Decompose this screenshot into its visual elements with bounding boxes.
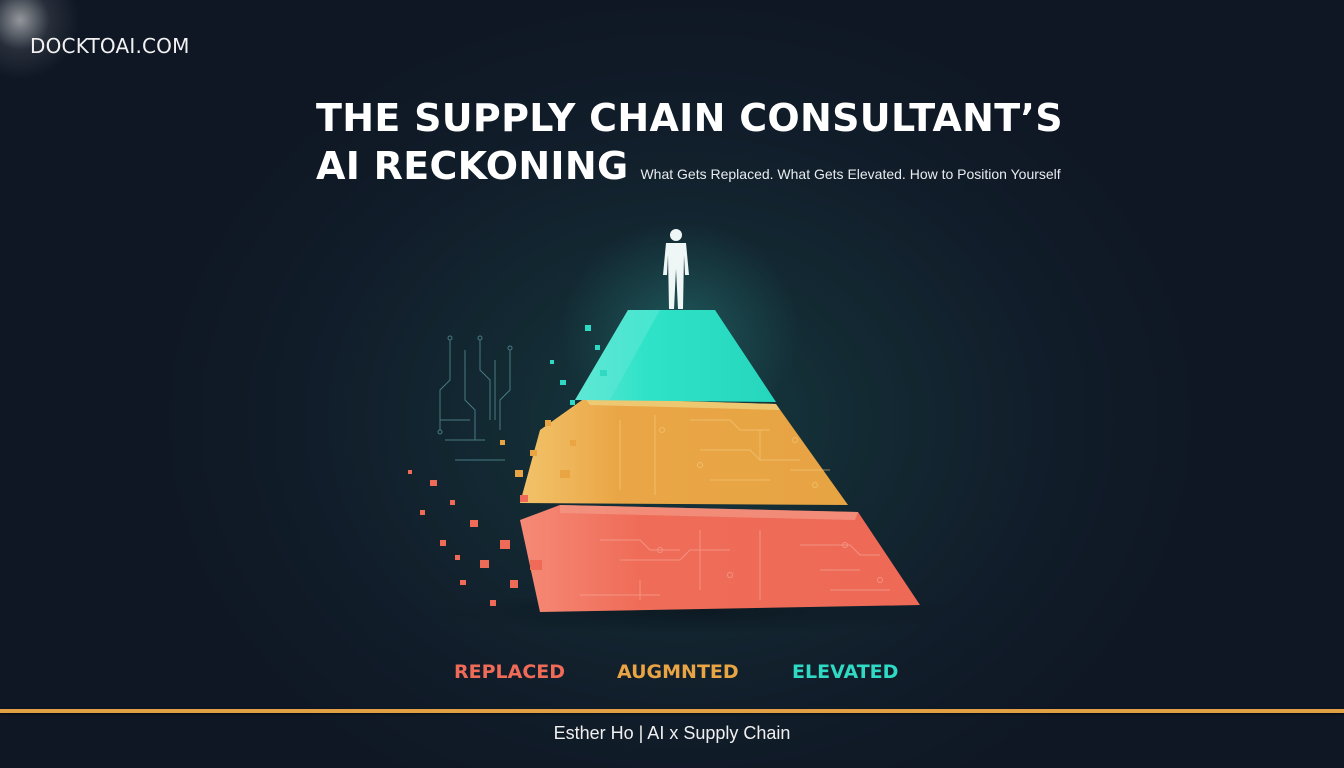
tier-elevated	[575, 310, 776, 402]
title-line-2-row: AI RECKONING What Gets Replaced. What Ge…	[316, 142, 1063, 198]
page-title: THE SUPPLY CHAIN CONSULTANT’S AI RECKONI…	[316, 94, 1063, 198]
label-augmented: AUGMNTED	[617, 661, 739, 683]
circuit-traces	[437, 335, 513, 461]
particle-fragments-gold	[500, 420, 576, 478]
person-silhouette-icon	[663, 229, 689, 309]
particle-fragments	[408, 470, 542, 606]
tier-replaced	[520, 505, 920, 612]
subtitle: What Gets Replaced. What Gets Elevated. …	[640, 166, 1061, 182]
title-line-1: THE SUPPLY CHAIN CONSULTANT’S	[316, 96, 1063, 140]
footer-divider	[0, 709, 1344, 713]
footer-byline: Esther Ho | AI x Supply Chain	[553, 723, 791, 743]
particle-fragments-teal	[550, 325, 607, 405]
label-replaced: REPLACED	[454, 661, 566, 683]
site-brand: DOCKTOAI.COM	[30, 34, 190, 58]
label-elevated: ELEVATED	[792, 661, 899, 683]
title-line-2: AI RECKONING	[316, 144, 629, 188]
tier-augmented	[520, 398, 848, 505]
corner-light-glow	[0, 0, 80, 80]
